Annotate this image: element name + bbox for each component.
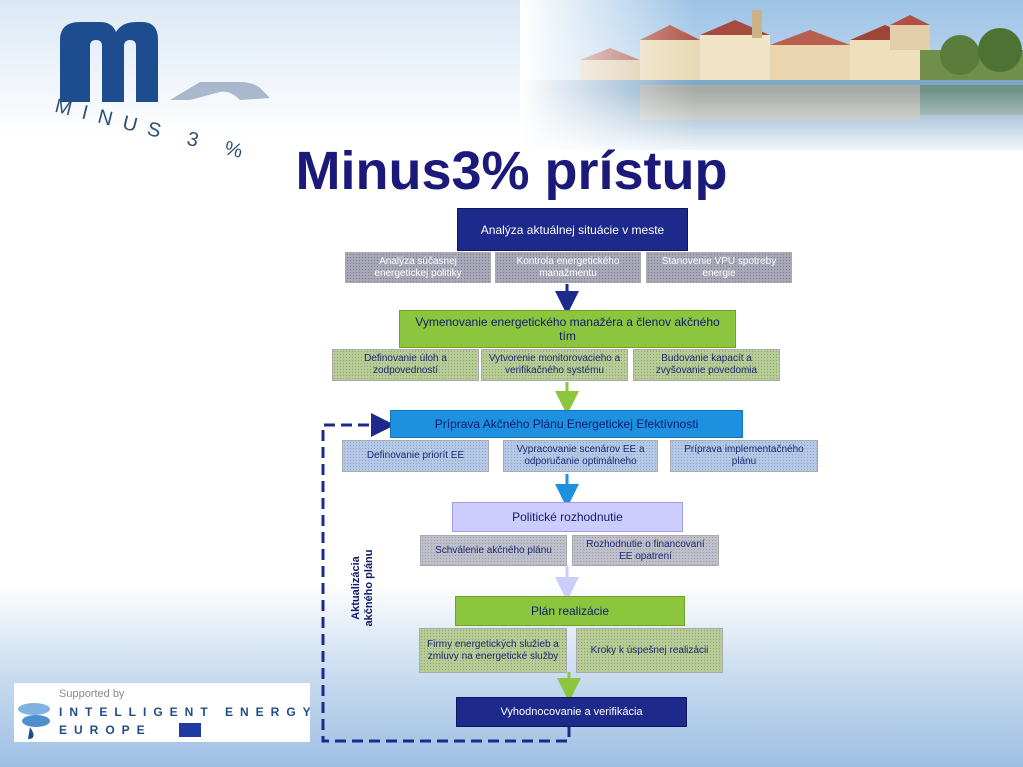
iee-swirl-icon [18,703,50,739]
sub-analyza-2: Kontrola energetického manažmentu [495,252,641,283]
sub-analyza-1: Analýza súčasnej energetickej politiky [345,252,491,283]
sub-priprava-1: Definovanie priorít EE [342,440,489,472]
step-analyza: Analýza aktuálnej situácie v meste [457,208,688,251]
loop-label-line2: akčného plánu [363,548,375,627]
step-politicke: Politické rozhodnutie [452,502,683,532]
step-priprava: Príprava Akčného Plánu Energetickej Efek… [390,410,743,438]
minus3-logo: MINUS 3 % [40,10,280,166]
supported-by-text: Supported by [59,688,125,700]
sub-politicke-1: Schválenie akčného plánu [420,535,567,566]
sub-analyza-3: Stanovenie VPU spotreby energie [646,252,792,283]
town-photo [520,0,1023,150]
sub-vymenovanie-1: Definovanie úloh a zodpovedností [332,349,479,381]
iee-line1: INTELLIGENT ENERGY [59,705,318,719]
sub-plan-1: Firmy energetických služieb a zmluvy na … [419,628,567,673]
sub-plan-2: Kroky k úspešnej realizácii [576,628,723,673]
eu-flag-icon [179,723,201,737]
step-plan: Plán realizácie [455,596,685,626]
iee-logo: Supported by INTELLIGENT ENERGY EUROPE [14,683,311,742]
sub-priprava-3: Príprava implementačného plánu [670,440,818,472]
feedback-loop [321,413,571,743]
minus3-logo-mark [60,22,270,102]
sub-politicke-2: Rozhodnutie o financovaní EE opatrení [572,535,719,566]
step-vyhodnocovanie: Vyhodnocovanie a verifikácia [456,697,687,727]
sub-vymenovanie-2: Vytvorenie monitorovacieho a verifikačné… [481,349,628,381]
step-vymenovanie: Vymenovanie energetického manažéra a čle… [399,310,736,348]
sub-vymenovanie-3: Budovanie kapacít a zvyšovanie povedomia [633,349,780,381]
iee-line2: EUROPE [59,723,152,737]
page-title: Minus3% prístup [295,141,728,201]
sub-priprava-2: Vypracovanie scenárov EE a odporučanie o… [503,440,658,472]
loop-label-line1: Aktualizácia [350,555,362,620]
